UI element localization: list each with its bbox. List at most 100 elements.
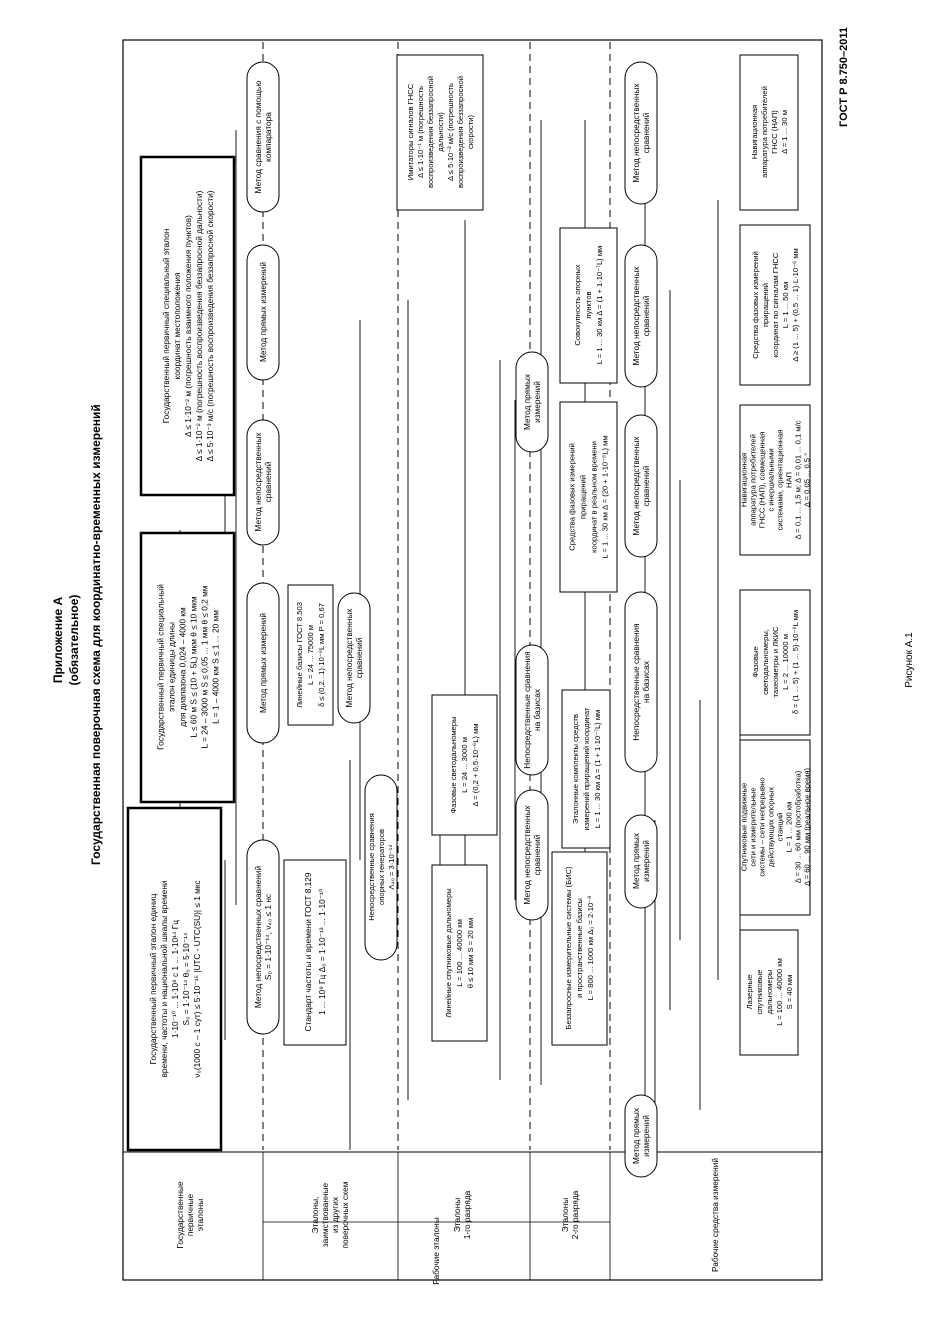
method-direct-measure-oval-3 (515, 351, 549, 453)
phase-rangefinders-text-line: L = 24 ... 3000 м (460, 737, 469, 793)
row-label-working-standards-line: Рабочие эталоны (431, 1217, 441, 1284)
phase-rt-text-line: приращений (579, 475, 588, 519)
nav-user-text-line: ГНСС (НАП) (770, 110, 779, 154)
state-standard-time-box (126, 806, 223, 1152)
ref-gen-comparison-text-line: Непосредственные сравнения (367, 813, 376, 920)
row-label-state-line: Государственные (175, 1181, 185, 1249)
nav-inertial-text-line: Δ = 0,05 ... 0,5 ° (803, 453, 812, 507)
method-direct-measure-oval-1 (246, 582, 280, 744)
phase-tacheometers-text-line: светодальномеры, (761, 629, 770, 695)
bases-comparison-oval-2 (624, 591, 658, 773)
secondary-linear-bases-text-line: δ ≤ (0,2...1)·10⁻⁶L мм P = 0,67 (317, 603, 326, 707)
phase-rt-box (559, 401, 618, 593)
method-direct-comparison-text-5-line: Метод непосредственных (631, 266, 641, 366)
row-label-secondary-line: из других (330, 1196, 340, 1233)
method-direct-comparison-text-4-line: сравнений (641, 465, 651, 506)
gnss-simulators-box (396, 54, 484, 211)
outer-frame (122, 39, 823, 1281)
row-label-first-rank-line: Эталоны (452, 1198, 462, 1232)
secondary-linear-bases-text-line: L = 24 ... 75000 м (306, 625, 315, 685)
method-direct-comparison-oval-2 (337, 592, 371, 724)
secondary-freq-time-text-line: 1 ... 10⁹ Гц Δ₀ = 1·10⁻¹³ ... 1·10⁻¹⁰ (317, 889, 327, 1015)
nav-user-text-line: аппаратура потребителей (760, 86, 769, 178)
sat-networks-text-line: Δ = 30 ... 60 мм (постобработка) (794, 770, 803, 883)
secondary-freq-time-box (283, 859, 347, 1046)
gnss-simulators-text-line: скорости) (466, 115, 475, 149)
method-direct-comparison-oval-1 (246, 419, 280, 546)
phase-tacheometers-text-line: δ = (1 ... 5) + (1 ... 5)·10⁻⁶L мм (791, 610, 800, 714)
method-direct-comparison-text-2-line: сравнений (354, 637, 364, 678)
state-standard-length-text-line: Государственный первичный специальный (156, 584, 166, 750)
row-label-working-instruments-line: Рабочие средства измерений (710, 1158, 720, 1272)
method-direct-measure-text-3-line: измерений (532, 381, 542, 423)
nav-inertial-text-line: НАП (785, 472, 794, 488)
state-standard-length-text-line: L = 24 – 3000 м S ≤ 0,05 ... 1 мм θ ≤ 0,… (200, 585, 210, 748)
sat-rangefinders-text-line: θ ≤ 10 мм S = 20 мм (466, 918, 475, 988)
method-direct-measure-text-1-line: Метод прямых измерений (258, 613, 268, 713)
phase-rt-text-line: Средства фазовых измерений (568, 443, 577, 550)
gnss-simulators-text-line: Имитаторы сигналов ГНСС (406, 83, 415, 180)
method-direct-comparison-text-2-line: Метод непосредственных (344, 608, 354, 708)
phase-rangefinders-box (431, 694, 498, 836)
nav-inertial-box (739, 404, 811, 556)
method-direct-comparison-text-1-line: Метод непосредственных (253, 432, 263, 532)
sat-networks-text-line: L = 1 ... 200 км (785, 802, 794, 853)
row-label-state-line: эталоны (195, 1199, 205, 1232)
state-standard-coords-text-line: координат местоположения (172, 272, 182, 379)
phase-tacheometers-text-line: тахеометры и ЛКИС (771, 626, 780, 697)
method-direct-measure-text-5-line: измерений (641, 840, 651, 882)
phase-gnss-text-line: L = 1 ... 50 км (781, 282, 790, 328)
method-direct-measure-text-4-line: Метод прямых (631, 1107, 641, 1164)
gnss-simulators-text-line: воспроизведения беззапросной (456, 76, 465, 188)
bis-box (551, 851, 608, 1046)
row-label-second-rank-line: 2-го разряда (570, 1190, 580, 1239)
method-direct-comparison-text-6-line: Метод непосредственных (631, 83, 641, 183)
laser-rangefinders-text-line: дальномеры (765, 970, 774, 1015)
ref-gen-comparison-oval (364, 774, 398, 961)
nav-inertial-text-line: ГНСС (НАП), совмещенная (758, 432, 767, 528)
method-direct-comparison-text-6-line: сравнений (641, 112, 651, 153)
state-standard-length-text-line: L ≤ 60 м S ≤ (10 + 5L) мкм θ ≤ 10 мкм (189, 596, 199, 737)
sat-networks-text-line: Спутниковые подвижные (740, 783, 749, 872)
phase-gnss-text-line: координат по сигналам ГНСС (771, 252, 780, 357)
gnss-simulators-text-line: Δ ≤ 1·10⁻¹ м (погрешность (416, 86, 425, 178)
method-direct-comparison-s0-oval (246, 839, 280, 1035)
sat-rangefinders-box (431, 864, 488, 1042)
reference-points-text-line: L = 1 ... 30 км Δ = (1 + 1·10⁻⁷L) мм (595, 246, 604, 365)
secondary-linear-bases-text-line: Линейные базисы ГОСТ 8.503 (295, 602, 304, 708)
reference-points-text-line: Совокупность опорных (573, 264, 582, 345)
reference-points-box (559, 227, 618, 384)
phase-gnss-text-line: Δ ≥ (1 ... 5) + (0,5 ... 1)·L·10⁻⁶ мм (791, 248, 800, 362)
nav-user-text-line: Навигационная (750, 105, 759, 159)
sat-networks-text-line: действующих опорных (767, 787, 776, 867)
bis-text-line: Беззапросные измерительные системы (БИС) (564, 866, 573, 1030)
state-standard-coords-text: Государственный первичный специальный эт… (161, 190, 215, 461)
method-comparator-oval (246, 61, 280, 213)
nav-user-box (739, 54, 799, 211)
state-standard-length-text-line: для диапазона 0,024 – 4000 км (178, 607, 188, 727)
method-direct-comparison-text-5-line: сравнений (641, 295, 651, 336)
phase-tacheometers-box (739, 589, 811, 736)
row-label-working-standards: Рабочие эталоны (431, 1217, 441, 1284)
row-label-first-rank-line: 1-го разряда (462, 1190, 472, 1239)
phase-gnss-text-line: приращений (761, 283, 770, 327)
phase-rangefinders-text-line: Фазовые светодальномеры (449, 716, 458, 813)
row-label-secondary-line: поверочных схем (340, 1181, 350, 1248)
gnss-simulators-text-line: воспроизведения беззапросной (426, 76, 435, 188)
reference-kits-text-line: Эталонные комплекты средств (571, 714, 580, 824)
method-direct-measure-text-5-line: Метод прямых (631, 832, 641, 889)
sat-networks-text-line: Δ = 60 ... 90 мм (реальное время) (803, 767, 812, 886)
method-direct-comparison-text-3-line: сравнений (532, 834, 542, 875)
